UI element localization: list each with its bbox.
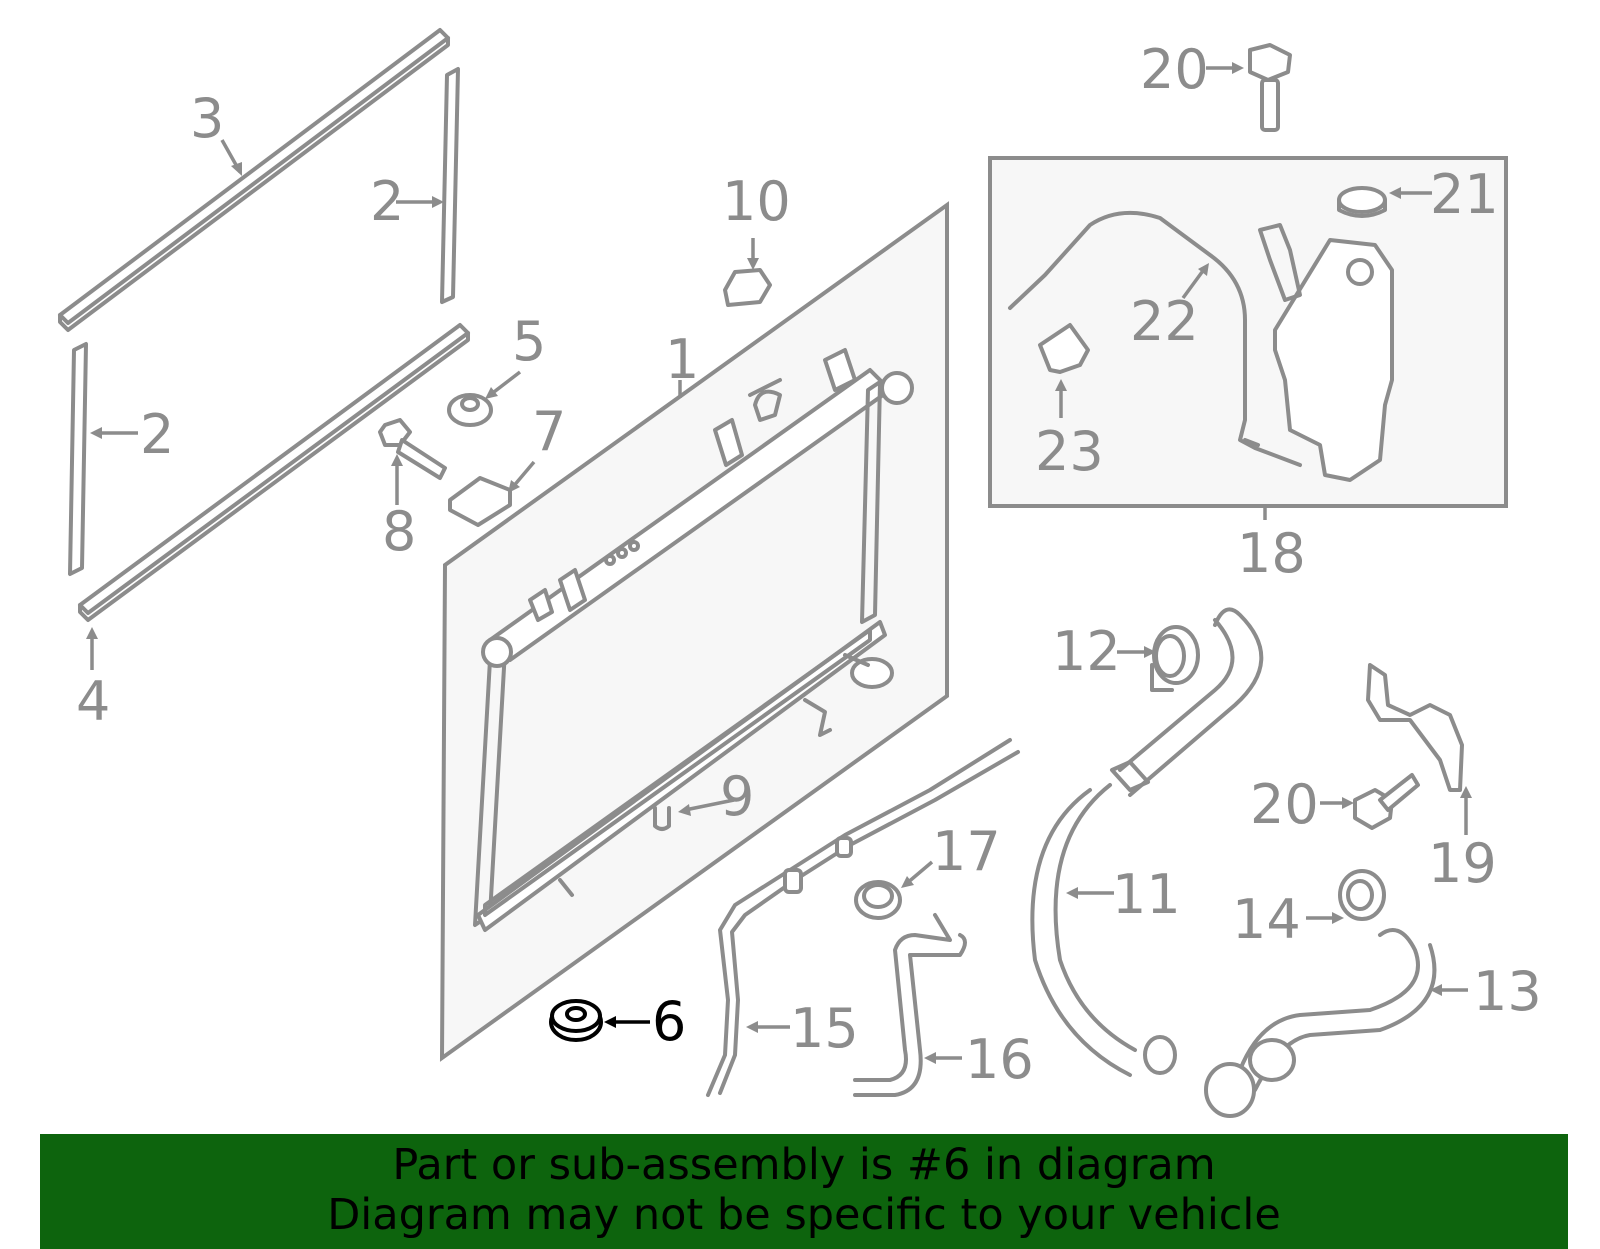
side-seal-left [68, 342, 88, 576]
upper-radiator-hose [1030, 607, 1264, 1077]
callout-1: 1 [665, 328, 699, 391]
hose-outlet [1204, 1038, 1296, 1118]
leader-arrows [86, 62, 1472, 1064]
mounting-bolt [378, 418, 447, 480]
radiator-cap [723, 268, 772, 307]
hose-clip [1038, 323, 1090, 374]
callout-3: 3 [190, 87, 224, 150]
banner-line-part: Part or sub-assembly is #6 in diagram [392, 1140, 1216, 1190]
callout-8: 8 [382, 500, 416, 563]
callout-17: 17 [932, 820, 1001, 883]
callout-21: 21 [1430, 163, 1499, 226]
callout-12: 12 [1052, 620, 1121, 683]
bypass-hose [853, 913, 967, 1097]
callout-5: 5 [512, 310, 546, 373]
hose-clamp-17 [854, 880, 902, 920]
reservoir-bracket [1366, 663, 1464, 792]
mount-grommet [447, 393, 493, 427]
banner-line-disclaimer: Diagram may not be specific to your vehi… [327, 1190, 1281, 1240]
bolt-lower [1353, 773, 1420, 830]
callout-6-highlighted: 6 [652, 990, 686, 1053]
callout-9: 9 [720, 765, 754, 828]
callout-2-top: 2 [370, 170, 404, 233]
coolant-pipe [706, 738, 1012, 1097]
callout-15: 15 [790, 997, 859, 1060]
hose-clamp-12 [1150, 625, 1200, 692]
callout-14: 14 [1232, 888, 1301, 951]
callout-18: 18 [1237, 522, 1306, 585]
callout-23: 23 [1035, 420, 1104, 483]
callout-10: 10 [722, 170, 791, 233]
callout-11: 11 [1112, 863, 1181, 926]
callout-7: 7 [532, 400, 566, 463]
callout-20-lower: 20 [1250, 773, 1319, 836]
reservoir-tank [1258, 223, 1394, 482]
callout-labels: 1 2 2 3 4 5 6 7 8 9 10 11 12 13 14 15 16… [76, 38, 1542, 1091]
callout-20-top: 20 [1140, 38, 1209, 101]
callout-22: 22 [1130, 290, 1199, 353]
radiator-core [473, 348, 914, 932]
callout-2-left: 2 [140, 403, 174, 466]
overflow-hose [1008, 210, 1302, 467]
callout-19: 19 [1428, 832, 1497, 895]
callout-4: 4 [76, 670, 110, 733]
hose-clamp-14 [1338, 869, 1386, 921]
bolt-top [1248, 43, 1292, 132]
callout-16: 16 [965, 1028, 1034, 1091]
drain-plug [653, 806, 671, 831]
lower-seal [78, 323, 470, 615]
highlighted-part-6-grommet [549, 999, 603, 1042]
reservoir-cap [1337, 186, 1387, 218]
side-seal-right [440, 67, 460, 304]
callout-13: 13 [1473, 960, 1542, 1023]
mount-bracket [448, 476, 512, 527]
info-banner: Part or sub-assembly is #6 in diagram Di… [40, 1134, 1568, 1249]
